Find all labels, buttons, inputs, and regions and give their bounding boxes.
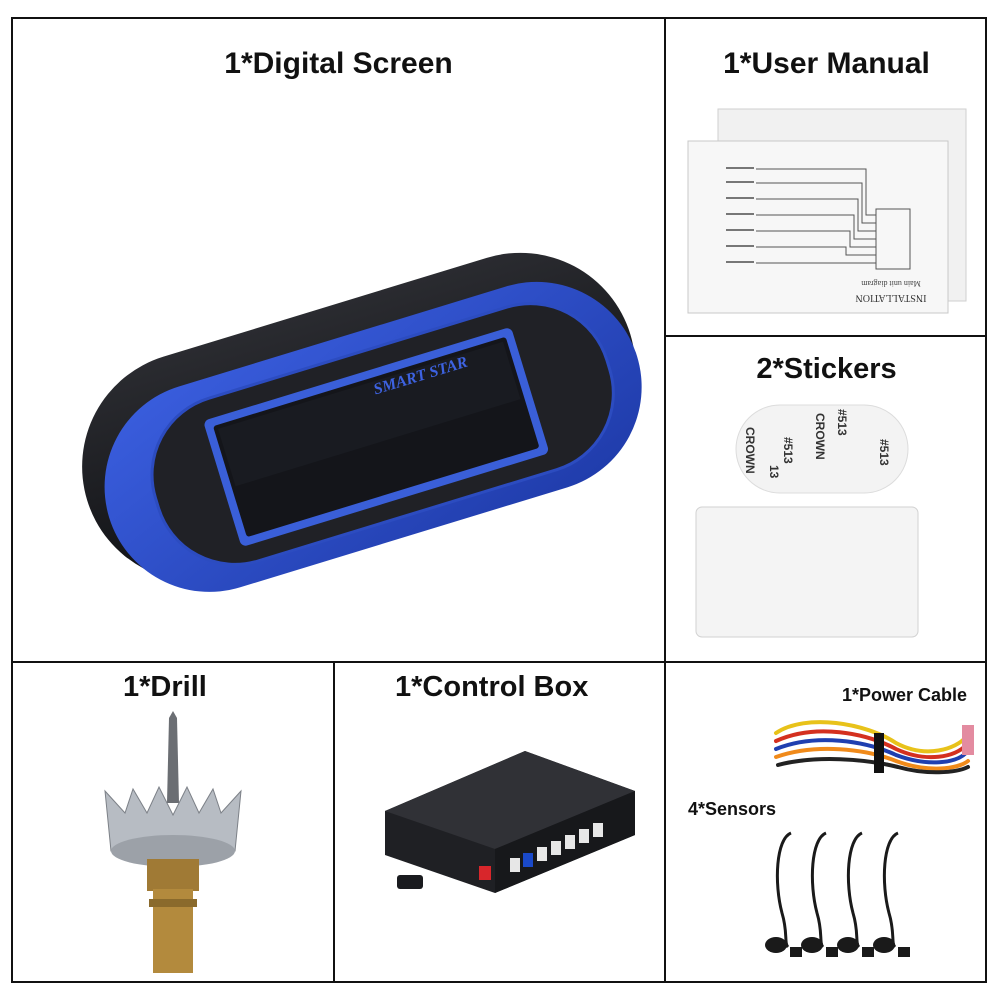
power-cable-title: 1*Power Cable [841,685,967,705]
panel-user-manual: 1*User Manual INSTALLATION Main unit dia… [666,19,987,335]
panel-title: 1*Digital Screen [224,47,453,80]
sticker-print-2: #513 [781,437,795,464]
sensors-image [765,831,910,957]
panel-title: 2*Stickers [756,353,897,385]
divider-vertical-main [664,17,666,983]
control-box-image [385,751,635,893]
sticker-print-6: #513 [877,439,891,466]
power-cable-image [774,720,974,775]
panel-title: 1*Control Box [395,671,589,703]
panel-title: 1*Drill [123,671,207,703]
divider-horizontal-right-top [664,335,987,337]
manual-heading: INSTALLATION [856,292,927,303]
sticker-print-4: #513 [835,409,849,436]
sticker-print-5: 13 [767,465,781,479]
panel-digital-screen: 1*Digital Screen SMART STAR [13,19,664,661]
panel-stickers: 2*Stickers CROWN #513 CROWN #513 13 #513 [666,337,987,661]
sticker-print-1: CROWN [743,427,757,474]
panel-power-cable-sensors: 1*Power Cable 4*Sensors [666,663,987,981]
drill-image [104,711,242,973]
divider-vertical-bottom [333,661,335,983]
divider-horizontal-middle [11,661,987,663]
digital-screen-image: SMART STAR [82,252,642,592]
product-grid-frame [11,17,987,983]
sticker-print-3: CROWN [813,413,827,460]
sensors-title: 4*Sensors [688,799,777,819]
manual-subheading: Main unit diagram [860,279,920,288]
stickers-image: CROWN #513 CROWN #513 13 #513 [695,404,919,638]
panel-title: 1*User Manual [723,47,930,80]
panel-drill: 1*Drill [13,663,333,981]
panel-control-box: 1*Control Box [335,663,664,981]
user-manual-image: INSTALLATION Main unit diagram [687,108,967,314]
